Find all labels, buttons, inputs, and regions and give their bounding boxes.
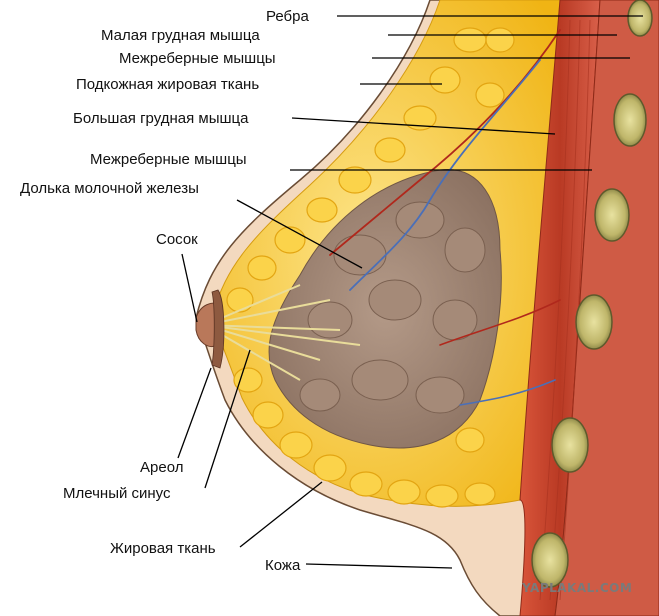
leader-nipple [181,253,198,323]
label-intercostal-muscles-2: Межреберные мышцы [90,151,247,168]
label-intercostal-muscles-1: Межреберные мышцы [119,50,276,67]
labels: Ребра Малая грудная мышца Межреберные мы… [20,8,309,574]
leader-lactiferous-sinus [204,349,251,489]
label-areola: Ареол [140,459,183,476]
label-mammary-lobule: Долька молочной железы [20,180,199,197]
label-skin: Кожа [265,557,301,574]
blood-vessels [329,29,561,406]
leader-areola [177,367,212,459]
leader-mammary-lobule [236,199,363,269]
leader-pectoralis-major [291,117,556,135]
label-lactiferous-sinus: Млечный синус [63,485,171,502]
label-pectoralis-major: Большая грудная мышца [73,110,249,127]
label-nipple: Сосок [156,231,198,248]
watermark: YAPLAKAL.COM [521,581,632,595]
leader-adipose-tissue [239,481,323,548]
muscle-fibers [539,19,591,601]
leader-lines [177,15,643,569]
label-subcutaneous-fat: Подкожная жировая ткань [76,76,259,93]
fat-lobules [226,27,515,508]
label-adipose-tissue: Жировая ткань [110,540,216,557]
ribs [531,0,653,588]
areola [211,289,225,369]
leader-skin [305,563,453,569]
label-pectoralis-minor: Малая грудная мышца [101,27,260,44]
label-ribs: Ребра [266,8,309,25]
